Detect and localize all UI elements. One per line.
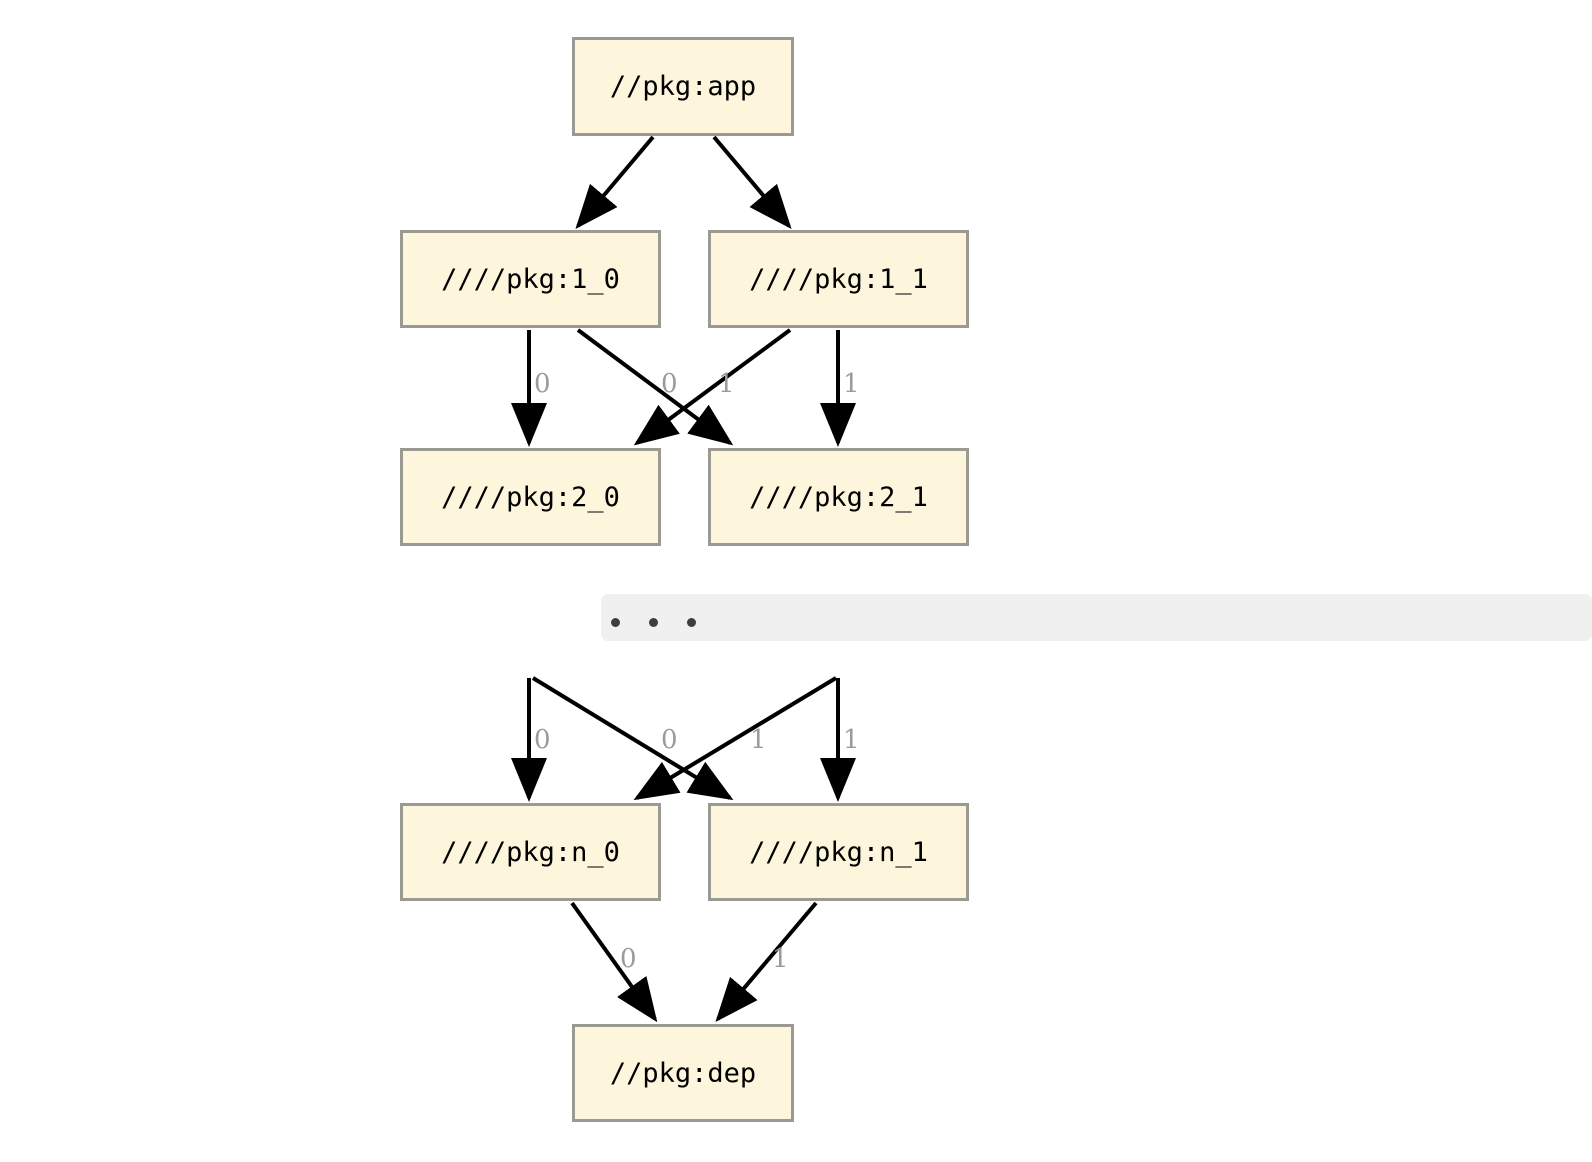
graph-node-n1_1[interactable]: ////pkg:1_1 — [708, 230, 969, 328]
edge-elided-to-nn_1 — [531, 676, 734, 801]
graph-node-n2_0[interactable]: ////pkg:2_0 — [400, 448, 661, 546]
node-label: ////pkg:1_0 — [441, 263, 620, 295]
node-label: //pkg:dep — [609, 1057, 757, 1089]
edge-label: 0 — [534, 725, 551, 755]
graph-node-dep[interactable]: //pkg:dep — [572, 1024, 794, 1122]
ellipsis-band — [601, 594, 1592, 641]
ellipsis-dots — [611, 618, 696, 627]
ellipsis-dot-3 — [687, 618, 696, 627]
edge-nn_0-to-dep — [570, 901, 658, 1023]
node-label: ////pkg:1_1 — [749, 263, 928, 295]
edge-label: 0 — [661, 369, 678, 399]
edge-label: 1 — [843, 725, 860, 755]
node-label: ////pkg:n_0 — [441, 836, 620, 868]
edge-n1_0-to-n2_1 — [576, 328, 734, 446]
edge-label: 0 — [534, 369, 551, 399]
edge-label: 1 — [772, 944, 789, 974]
node-label: ////pkg:n_1 — [749, 836, 928, 868]
graph-node-nn_1[interactable]: ////pkg:n_1 — [708, 803, 969, 901]
edge-nn_1-to-dep — [715, 901, 818, 1023]
ellipsis-dot-2 — [649, 618, 658, 627]
edge-app-to-n1_1 — [712, 135, 792, 230]
edge-label: 0 — [620, 944, 637, 974]
graph-node-n2_1[interactable]: ////pkg:2_1 — [708, 448, 969, 546]
node-label: //pkg:app — [609, 71, 757, 102]
graph-node-app[interactable]: //pkg:app — [572, 37, 794, 136]
edge-label: 1 — [718, 369, 735, 399]
node-label: ////pkg:2_1 — [749, 481, 928, 513]
edge-label: 1 — [843, 369, 860, 399]
edge-label: 1 — [750, 725, 767, 755]
edge-label: 0 — [661, 725, 678, 755]
edge-app-to-n1_0 — [575, 135, 655, 230]
node-label: ////pkg:2_0 — [441, 481, 620, 513]
ellipsis-dot-1 — [611, 618, 620, 627]
graph-node-n1_0[interactable]: ////pkg:1_0 — [400, 230, 661, 328]
graph-node-nn_0[interactable]: ////pkg:n_0 — [400, 803, 661, 901]
edge-n1_1-to-n2_0 — [633, 328, 792, 446]
edge-lines — [511, 135, 856, 1023]
edge-elided-to-nn_0 — [633, 676, 838, 801]
